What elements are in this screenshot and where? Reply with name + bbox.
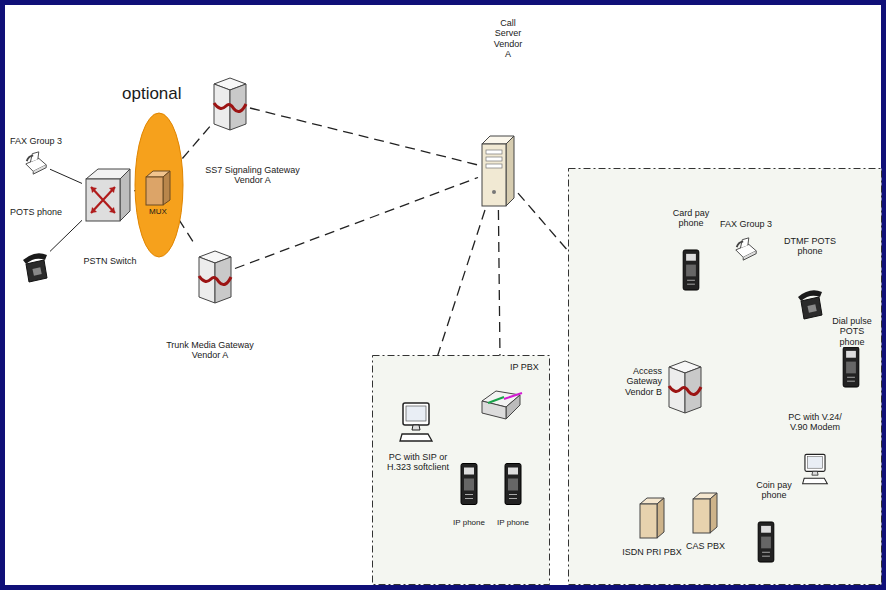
connector	[50, 220, 82, 251]
device-label: Trunk Media Gateway Vendor A	[160, 340, 260, 361]
fax-icon	[22, 150, 50, 176]
device-node: IP PBX	[478, 385, 523, 425]
payphone-icon	[502, 455, 524, 513]
connector	[250, 108, 478, 165]
device-label: Coin pay phone	[752, 480, 796, 501]
device-label: FAX Group 3	[8, 136, 64, 146]
connector-line	[50, 220, 82, 251]
device-node: Trunk Media Gateway Vendor A	[195, 245, 235, 307]
switch-icon	[82, 165, 134, 225]
connector-line	[250, 108, 478, 165]
server-icon	[195, 245, 235, 307]
fax-icon	[733, 236, 759, 262]
device-label: CAS PBX	[683, 541, 728, 551]
device-node: POTS phone	[20, 248, 50, 284]
pbxbox-icon	[637, 495, 667, 540]
device-node: IP phone	[458, 455, 480, 513]
phone-icon	[20, 248, 50, 284]
device-label: DTMF POTS phone	[784, 236, 836, 257]
device-label: ISDN PRI PBX	[622, 547, 682, 557]
payphone-icon	[840, 345, 862, 389]
tower-icon	[478, 130, 518, 210]
group-region: PC with SIP or H.323 softclient IP PBX IP …	[372, 355, 550, 585]
server-icon	[210, 72, 250, 134]
device-label: Dial pulse POTS phone	[826, 316, 878, 347]
payphone-icon	[755, 520, 777, 564]
payphone-icon	[680, 248, 702, 292]
device-node: Access Gateway Vendor B	[665, 355, 705, 417]
device-node: PC with V.24/ V.90 Modem	[800, 452, 830, 486]
pbx-icon	[478, 385, 523, 425]
frame-border	[3, 3, 884, 588]
device-node: SS7 Signaling Gateway Vendor A	[210, 72, 250, 134]
device-label: PC with V.24/ V.90 Modem	[782, 412, 848, 433]
optional-label: optional	[122, 84, 197, 104]
device-label: IP phone	[493, 518, 533, 527]
pbxbox-icon	[690, 490, 720, 535]
device-label: MUX	[143, 207, 173, 216]
device-node: CAS PBX	[690, 490, 720, 535]
pc-icon	[398, 400, 434, 444]
device-node: Dial pulse POTS phone	[840, 345, 862, 389]
device-node: DTMF POTS phone	[795, 285, 825, 321]
optional-circle: optionalMUX	[134, 112, 184, 258]
connector	[50, 169, 82, 183]
connector-line	[50, 169, 82, 183]
device-label: Card pay phone	[670, 208, 712, 229]
device-node: Card pay phone	[680, 248, 702, 292]
device-label: PC with SIP or H.323 softclient	[378, 452, 458, 473]
device-node: Coin pay phone	[755, 520, 777, 564]
device-label: POTS phone	[8, 207, 64, 217]
device-node: FAX Group 3	[22, 150, 50, 176]
device-node: PC with SIP or H.323 softclient	[398, 400, 434, 444]
device-node: IP phone	[502, 455, 524, 513]
pc-icon	[800, 452, 830, 486]
group-region: Card pay phoneFAX Group 3DTMF POTS phone…	[568, 168, 882, 585]
device-label: Access Gateway Vendor B	[606, 366, 662, 397]
device-node: Call Server Vendor A	[478, 130, 518, 210]
device-label: IP PBX	[510, 362, 548, 372]
device-label: Call Server Vendor A	[490, 18, 526, 59]
device-node: ISDN PRI PBX	[637, 495, 667, 540]
device-label: PSTN Switch	[75, 256, 145, 266]
device-label: SS7 Signaling Gateway Vendor A	[200, 165, 305, 186]
payphone-icon	[458, 455, 480, 513]
server-icon	[665, 355, 705, 417]
device-node: PSTN Switch	[82, 165, 134, 225]
connector	[235, 177, 478, 268]
phone-icon	[795, 285, 825, 321]
device-label: FAX Group 3	[716, 219, 776, 229]
device-node: MUX	[144, 168, 172, 206]
device-label: IP phone	[449, 518, 489, 527]
device-node: FAX Group 3	[733, 236, 759, 262]
mux-icon	[144, 168, 172, 206]
connector-line	[235, 177, 478, 268]
